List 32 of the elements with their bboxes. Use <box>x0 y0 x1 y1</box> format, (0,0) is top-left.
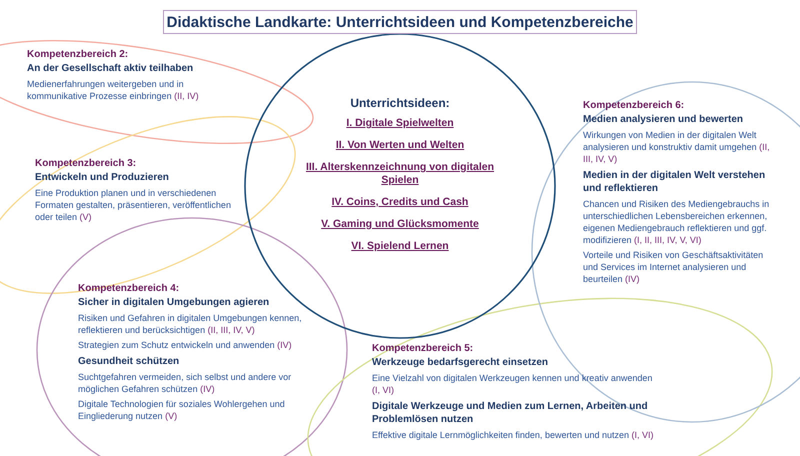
description: Chancen und Risiken des Mediengebrauchs in unterschiedlichen Lebensbereichen erkennen, eigenen Mediengebrauch reflektieren und ggf. modifizieren (I, II, III, IV, V, VI) <box>583 198 770 246</box>
area-label: Kompetenzbereich 4: <box>78 282 180 295</box>
description: Wirkungen von Medien in der digitalen Welt analysieren und konstruktiv damit umgehen (II, III, IV, V) <box>583 129 771 165</box>
description: Medienerfahrungen weitergeben und in kommunikative Prozesse einbringen (II, IV) <box>27 78 200 102</box>
description: Suchtgefahren vermeiden, sich selbst und andere vor möglichen Gefahren schützen (IV) <box>78 371 292 395</box>
description: Vorteile und Risiken von Geschäftsaktivitäten und Services im Internet analysieren und beurteilen (IV) <box>583 249 764 285</box>
heading: Medien analysieren und bewerten <box>583 113 744 126</box>
heading: Werkzeuge bedarfsgerecht einsetzen <box>372 356 549 369</box>
area-label: Kompetenzbereich 6: <box>583 99 686 112</box>
area-label: Kompetenzbereich 5: <box>372 342 474 355</box>
lesson-link: I. Digitale Spielwelten <box>345 117 455 130</box>
description: Eine Produktion planen und in verschiedenen Formaten gestalten, präsentieren, veröffentlichen oder teilen (V) <box>35 187 232 223</box>
heading: An der Gesellschaft aktiv teilhaben <box>27 62 194 75</box>
lesson-link: II. Von Werten und Welten <box>334 139 466 152</box>
area-label: Kompetenzbereich 3: <box>35 157 138 170</box>
lesson-link: IV. Coins, Credits und Cash <box>330 196 470 209</box>
lesson-link: III. Alterskennzeichnung von digitalen Spielen <box>305 161 495 187</box>
heading: Entwickeln und Produzieren <box>35 171 170 184</box>
heading: Medien in der digitalen Welt verstehen und reflektieren <box>583 169 766 195</box>
title-box: Didaktische Landkarte: Unterrichtsideen und Kompetenzbereiche <box>163 10 637 34</box>
heading: Sicher in digitalen Umgebungen agieren <box>78 296 270 309</box>
description: Eine Vielzahl von digitalen Werkzeugen kennen und kreativ anwenden (I, VI) <box>372 372 654 396</box>
lesson-link: VI. Spielend Lernen <box>350 240 450 253</box>
description: Risiken und Gefahren in digitalen Umgebungen kennen, reflektieren und berücksichtigen (II, III, IV, V) <box>78 312 303 336</box>
area-label: Kompetenzbereich 2: <box>27 48 130 61</box>
heading: Gesundheit schützen <box>78 355 180 368</box>
heading: Unterrichtsideen: <box>349 96 451 111</box>
description: Effektive digitale Lernmöglichkeiten finden, bewerten und nutzen (I, VI) <box>372 429 655 441</box>
lesson-link: V. Gaming und Glücksmomente <box>320 218 480 231</box>
heading: Digitale Werkzeuge und Medien zum Lernen, Arbeiten und Problemlösen nutzen <box>372 400 649 426</box>
description: Strategien zum Schutz entwickeln und anwenden (IV) <box>78 339 293 351</box>
description: Digitale Technologien für soziales Wohlergehen und Eingliederung nutzen (V) <box>78 398 286 422</box>
